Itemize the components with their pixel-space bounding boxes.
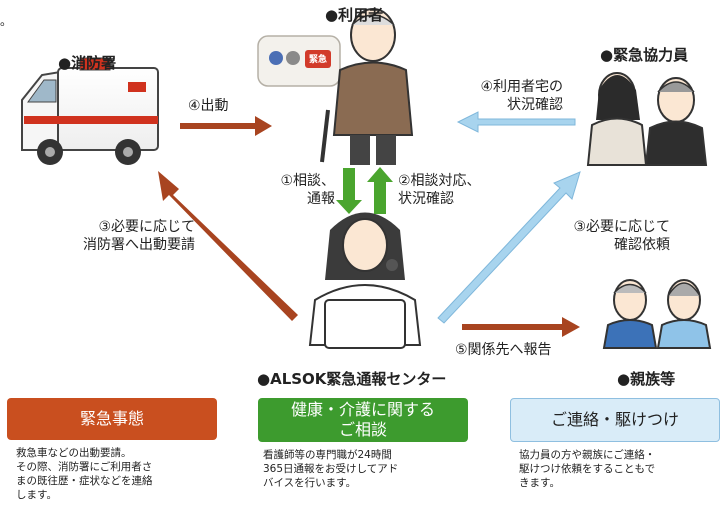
health-card-title-line-1: 健康・介護に関する: [290, 400, 435, 419]
user-label: ●利用者: [325, 6, 384, 24]
emergency-desc-line-4: します。: [16, 489, 57, 501]
health-desc-line-3: バイスを行います。: [263, 477, 357, 489]
request-check-line-1: ③必要に応じて: [573, 219, 670, 235]
elderly-user-icon: [320, 8, 414, 165]
consult-label: ①相談、 通報: [265, 172, 335, 208]
respond-line-2: 状況確認: [398, 191, 454, 207]
request-check-label: ③必要に応じて 確認依頼: [545, 218, 670, 254]
consult-line-1: ①相談、: [280, 173, 335, 189]
request-fire-label: ③必要に応じて 消防署へ出動要請: [40, 218, 195, 254]
health-desc-line-2: 365日通報をお受けしてアド: [263, 463, 399, 475]
check-home-arrow: [456, 111, 576, 133]
consult-arrow: [336, 168, 362, 214]
emergency-card-desc: 救急車などの出動要請。 その際、消防署にご利用者さ まの既往歴・症状などを連絡 …: [16, 446, 216, 502]
emergency-device-icon: [257, 35, 341, 87]
health-card: 健康・介護に関する ご相談: [258, 398, 468, 442]
corner-mark: 。: [0, 14, 13, 28]
request-fire-arrow: [158, 171, 298, 321]
device-emergency-button: 緊急: [308, 55, 327, 65]
health-desc-line-1: 看護師等の専門職が24時間: [263, 449, 392, 461]
operator-icon: [308, 212, 422, 349]
health-card-title-line-2: ご相談: [338, 420, 387, 439]
request-check-arrow: [437, 171, 581, 324]
ambulance-icon: [21, 57, 159, 165]
family-label: ●親族等: [617, 370, 676, 388]
consult-line-2: 通報: [307, 191, 335, 207]
contact-desc-line-1: 協力員の方や親族にご連絡・: [519, 449, 656, 461]
emergency-card: 緊急事態: [7, 398, 217, 440]
dispatch-arrow: [180, 116, 272, 136]
request-check-line-2: 確認依頼: [614, 237, 670, 253]
fire-station-label: ●消防署: [58, 54, 117, 72]
respond-arrow: [367, 167, 393, 214]
contact-card-desc: 協力員の方や親族にご連絡・ 駆けつけ依頼をすることもで きます。: [519, 448, 719, 490]
contact-card-title: ご連絡・駆けつけ: [550, 410, 679, 429]
emergency-card-title: 緊急事態: [79, 409, 144, 428]
health-card-desc: 看護師等の専門職が24時間 365日通報をお受けしてアド バイスを行います。: [263, 448, 468, 490]
respond-label: ②相談対応、 状況確認: [398, 172, 481, 208]
helpers-icon: [586, 72, 708, 166]
family-icon: [602, 279, 712, 349]
emergency-desc-line-1: 救急車などの出動要請。: [16, 447, 132, 459]
contact-desc-line-3: きます。: [519, 477, 560, 489]
request-fire-line-2: 消防署へ出動要請: [83, 237, 195, 253]
check-home-line-2: 状況確認: [507, 97, 563, 113]
helper-label: ●緊急協力員: [600, 46, 689, 64]
center-label: ●ALSOK緊急通報センター: [257, 370, 447, 388]
check-home-label: ④利用者宅の 状況確認: [455, 78, 563, 114]
respond-line-1: ②相談対応、: [398, 173, 481, 189]
emergency-desc-line-3: まの既往歴・症状などを連絡: [16, 475, 153, 487]
request-fire-line-1: ③必要に応じて: [98, 219, 195, 235]
check-home-line-1: ④利用者宅の: [480, 79, 563, 95]
emergency-desc-line-2: その際、消防署にご利用者さ: [16, 461, 153, 473]
contact-desc-line-2: 駆けつけ依頼をすることもで: [519, 463, 656, 475]
report-label: ⑤関係先へ報告: [455, 342, 552, 358]
dispatch-label: ④出動: [188, 98, 229, 114]
report-arrow: [462, 317, 580, 337]
contact-card: ご連絡・駆けつけ: [510, 398, 720, 442]
